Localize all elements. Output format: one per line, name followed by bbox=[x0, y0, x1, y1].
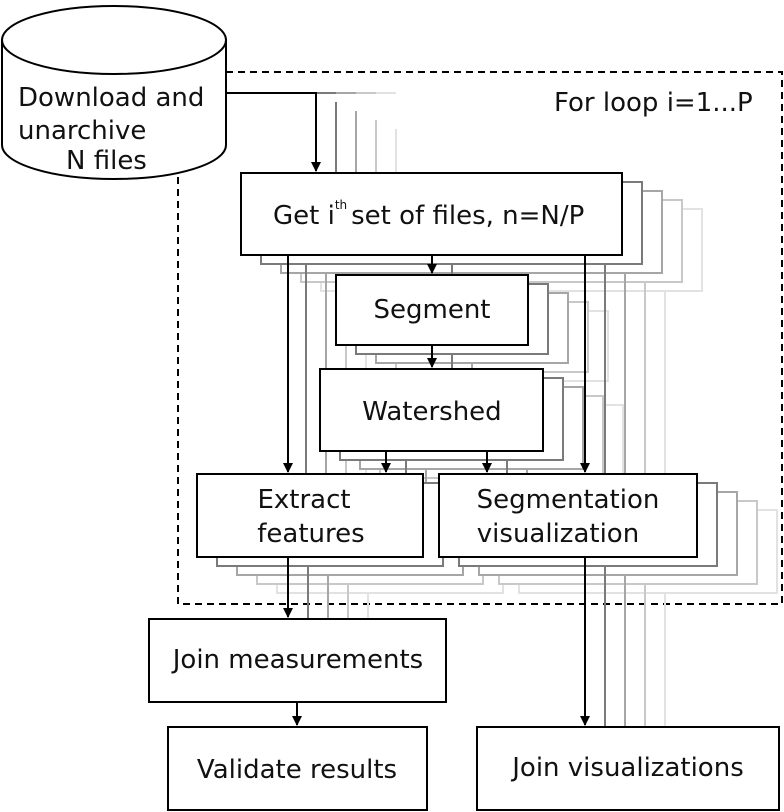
segment-box bbox=[335, 274, 529, 346]
download-label-1: Download and bbox=[18, 83, 204, 113]
download-to-get-set-arrow bbox=[226, 92, 321, 172]
get-set-suffix: set of files, n=N/P bbox=[351, 201, 584, 231]
extract-features-label-2: features bbox=[257, 519, 364, 549]
segmentation-visualization-box bbox=[438, 473, 698, 558]
segment-label: Segment bbox=[374, 295, 491, 325]
join-visualizations-node: Join visualizations bbox=[476, 726, 780, 811]
validate-results-node: Validate results bbox=[167, 726, 428, 811]
extract-features-label-1: Extract bbox=[257, 485, 350, 515]
segment-node: Segment bbox=[335, 274, 529, 346]
join-visualizations-label: Join visualizations bbox=[510, 753, 744, 783]
get-set-prefix: Get i bbox=[273, 201, 335, 231]
loop-label: For loop i=1...P bbox=[554, 88, 753, 118]
join-visualizations-box bbox=[476, 726, 780, 811]
download-label-3: N files bbox=[66, 146, 147, 176]
extract-features-node: Extract features bbox=[196, 473, 424, 558]
segmentation-visualization-label-1: Segmentation bbox=[477, 485, 660, 515]
watershed-node: Watershed bbox=[319, 368, 544, 452]
get-set-label: Get ith set of files, n=N/P bbox=[273, 198, 584, 231]
diagram-edges bbox=[226, 92, 590, 726]
segmentation-visualization-node: Segmentation visualization bbox=[438, 473, 698, 558]
extract-features-box bbox=[196, 473, 424, 558]
download-node: Download and unarchive N files bbox=[1, 5, 227, 180]
validate-results-box bbox=[167, 726, 428, 811]
get-set-box bbox=[240, 172, 623, 256]
join-measurements-node: Join measurements bbox=[148, 618, 447, 703]
get-set-superscript: th bbox=[335, 198, 347, 212]
watershed-box bbox=[319, 368, 544, 452]
watershed-label: Watershed bbox=[362, 397, 501, 427]
segmentation-visualization-label-2: visualization bbox=[477, 519, 639, 549]
get-set-node: Get ith set of files, n=N/P bbox=[240, 172, 623, 256]
database-cylinder-icon bbox=[1, 40, 227, 180]
cylinder-top bbox=[1, 5, 227, 75]
validate-results-label: Validate results bbox=[197, 755, 397, 785]
join-measurements-label: Join measurements bbox=[171, 645, 423, 675]
join-measurements-box bbox=[148, 618, 447, 703]
download-label-2: unarchive bbox=[18, 116, 146, 146]
loop-frame bbox=[177, 71, 783, 605]
